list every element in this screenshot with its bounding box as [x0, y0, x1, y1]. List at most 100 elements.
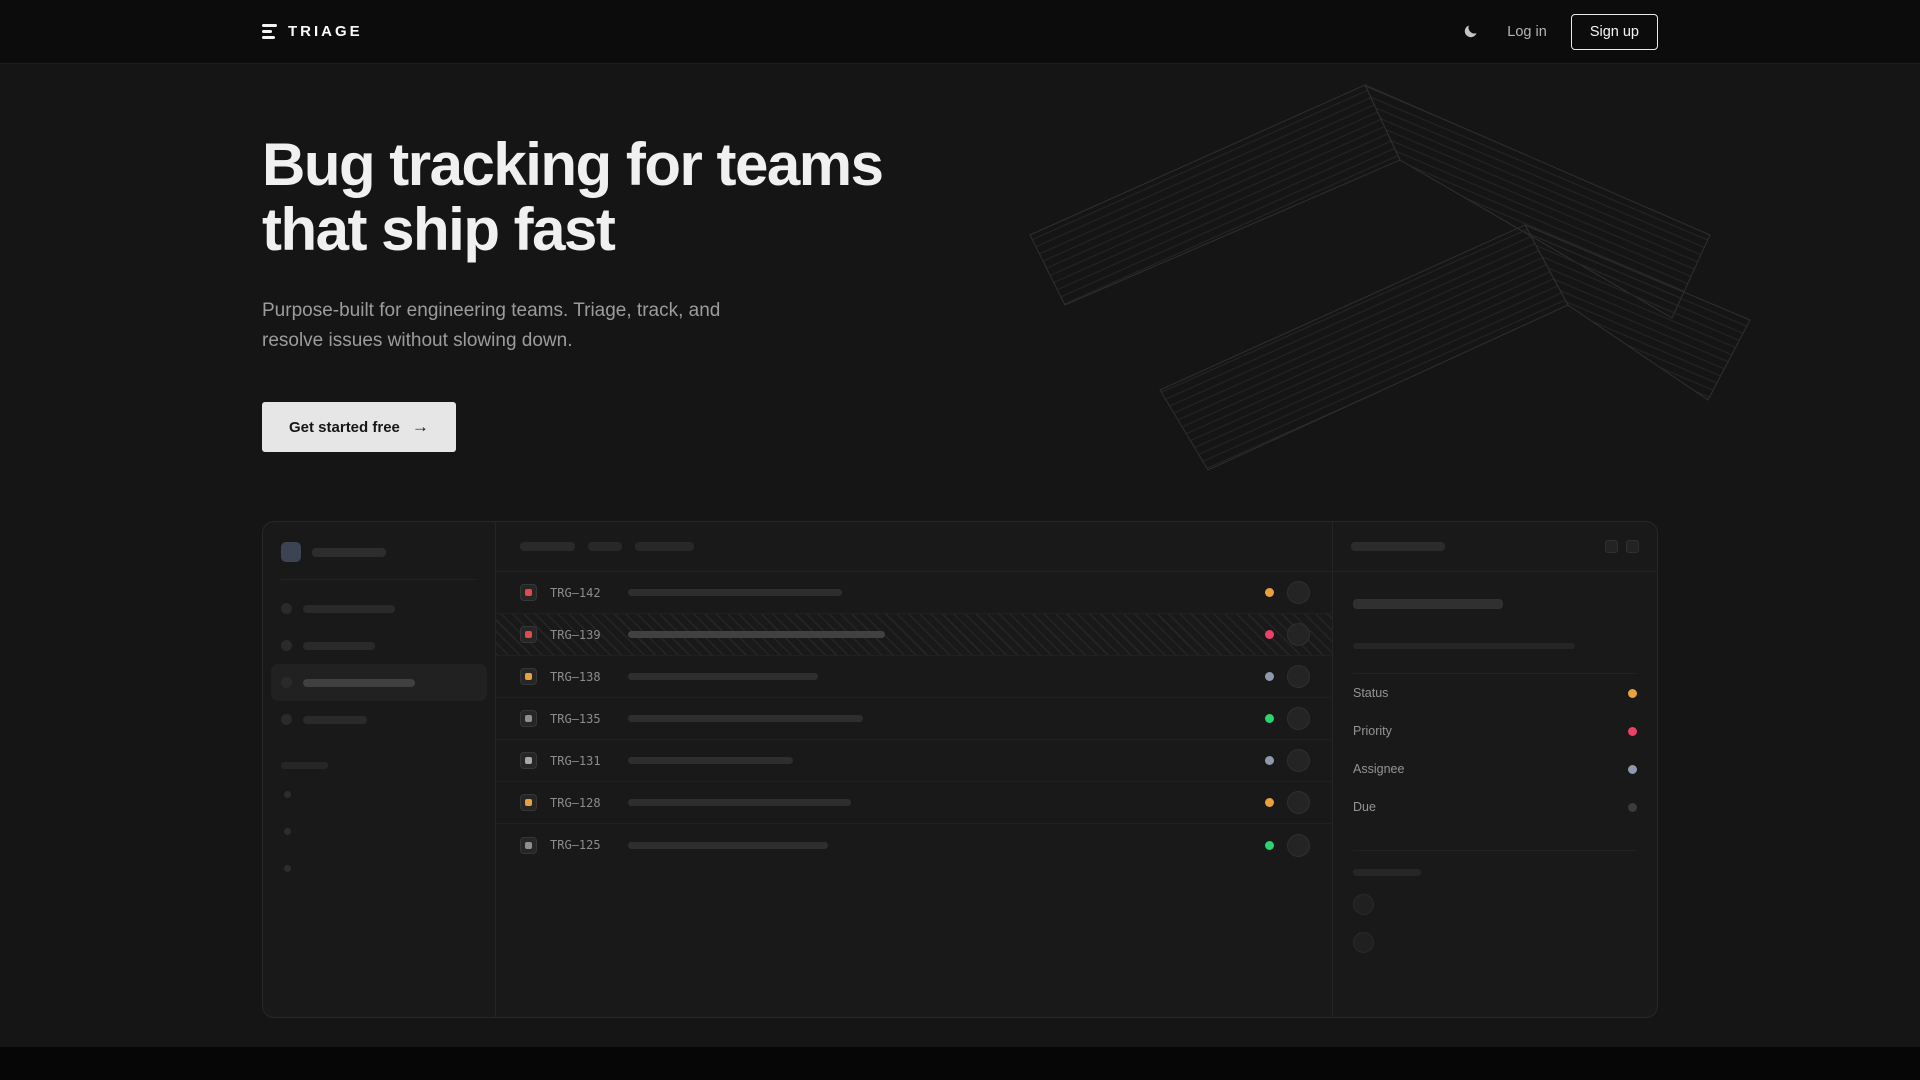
page-title: Bug tracking for teams that ship fast	[262, 132, 1658, 262]
sidebar-item-skeleton	[271, 627, 487, 664]
issue-list: TRG–142 TRG–139 TRG–138 TRG–135 TRG–131	[496, 572, 1332, 866]
issue-id: TRG–142	[550, 585, 601, 600]
issue-row: TRG–128	[496, 782, 1332, 824]
issue-type-icon	[520, 668, 537, 685]
brand-logo-icon	[262, 24, 278, 39]
issue-row: TRG–131	[496, 740, 1332, 782]
hero-subtitle: Purpose-built for engineering teams. Tri…	[262, 296, 1658, 356]
app-mockup: TRG–142 TRG–139 TRG–138 TRG–135 TRG–131	[262, 521, 1658, 1018]
panel-field-row: Status	[1353, 674, 1637, 712]
issue-id: TRG–131	[550, 753, 601, 768]
sidebar-item-icon	[281, 603, 292, 614]
issue-type-icon	[520, 584, 537, 601]
field-label: Status	[1353, 686, 1389, 700]
issue-row: TRG–139	[496, 614, 1332, 656]
assignee-avatar	[1287, 791, 1310, 814]
mockup-tabs-skeleton	[496, 522, 1332, 572]
issue-row: TRG–142	[496, 572, 1332, 614]
nav-actions: Log in Sign up	[1458, 13, 1658, 50]
issue-id: TRG–135	[550, 711, 601, 726]
assignee-avatar	[1287, 833, 1310, 857]
theme-toggle-button[interactable]	[1458, 19, 1483, 44]
footer	[0, 1047, 1920, 1080]
field-dot	[1628, 688, 1637, 698]
subtitle-line-1: Purpose-built for engineering teams. Tri…	[262, 300, 721, 321]
workspace-icon	[281, 542, 301, 562]
mockup-sidebar	[263, 522, 496, 1017]
panel-fields: Status Priority Assignee Due	[1353, 674, 1637, 826]
title-line-2: that ship fast	[262, 196, 616, 263]
brand-name: TRIAGE	[288, 23, 363, 40]
issue-title-skeleton	[628, 799, 851, 806]
sidebar-dot	[284, 865, 291, 872]
panel-title-skeleton	[1351, 542, 1445, 551]
field-dot	[1628, 802, 1637, 812]
title-line-1: Bug tracking for teams	[262, 131, 884, 198]
sidebar-item-skeleton	[271, 701, 487, 738]
login-link[interactable]: Log in	[1507, 23, 1547, 40]
assignee-avatar	[1287, 665, 1310, 688]
issue-row: TRG–125	[496, 824, 1332, 866]
panel-avatar-list	[1353, 894, 1637, 953]
mockup-detail-panel: Status Priority Assignee Due	[1332, 522, 1657, 1017]
field-dot	[1628, 764, 1637, 774]
panel-header	[1333, 522, 1657, 572]
issue-id: TRG–125	[550, 838, 601, 852]
panel-divider	[1353, 673, 1637, 674]
tab-skeleton	[588, 542, 622, 551]
issue-id: TRG–128	[550, 795, 601, 810]
get-started-button[interactable]: Get started free →	[262, 402, 456, 452]
issue-type-icon	[520, 836, 537, 854]
avatar-placeholder	[1353, 932, 1374, 953]
issue-id: TRG–138	[550, 669, 601, 684]
sidebar-section-skeleton	[281, 762, 328, 769]
sidebar-divider	[281, 579, 477, 580]
hero-section: Bug tracking for teams that ship fast Pu…	[0, 64, 1920, 1047]
sidebar-item-icon	[281, 640, 292, 651]
brand[interactable]: TRIAGE	[262, 23, 363, 40]
status-dot	[1265, 756, 1274, 765]
field-label: Priority	[1353, 724, 1392, 738]
issue-type-icon	[520, 626, 537, 643]
sidebar-item-icon	[281, 714, 292, 725]
mockup-issue-list-pane: TRG–142 TRG–139 TRG–138 TRG–135 TRG–131	[496, 522, 1332, 1017]
issue-title-skeleton	[628, 715, 863, 722]
status-dot	[1265, 588, 1274, 597]
issue-id: TRG–139	[550, 627, 601, 642]
issue-type-icon	[520, 752, 537, 769]
sidebar-item-icon	[281, 677, 292, 688]
status-dot	[1265, 672, 1274, 681]
issue-description-skeleton	[1353, 643, 1575, 649]
sidebar-item-label-skeleton	[303, 678, 415, 687]
issue-title-skeleton	[628, 757, 793, 764]
field-label: Due	[1353, 800, 1376, 814]
sidebar-item-skeleton	[271, 590, 487, 627]
sidebar-item-label-skeleton	[303, 604, 395, 613]
panel-body: Status Priority Assignee Due	[1333, 572, 1657, 953]
panel-divider	[1353, 850, 1637, 851]
sidebar-item-skeleton-active	[271, 664, 487, 701]
status-dot	[1265, 714, 1274, 723]
tab-skeleton	[635, 542, 694, 551]
signup-button[interactable]: Sign up	[1570, 13, 1658, 50]
issue-title-skeleton	[628, 631, 885, 638]
moon-icon	[1465, 25, 1477, 38]
issue-title-skeleton	[628, 673, 818, 680]
sidebar-item-label-skeleton	[303, 641, 375, 650]
workspace-name-skeleton	[312, 547, 386, 557]
status-dot	[1265, 798, 1274, 807]
status-dot	[1265, 840, 1274, 850]
top-nav: TRIAGE Log in Sign up	[0, 0, 1920, 64]
assignee-avatar	[1287, 581, 1310, 604]
field-label: Assignee	[1353, 762, 1405, 776]
sidebar-dot	[284, 791, 291, 798]
workspace-switcher-skeleton	[281, 542, 477, 562]
panel-control-icon	[1626, 540, 1639, 553]
issue-type-icon	[520, 710, 537, 727]
issue-row: TRG–135	[496, 698, 1332, 740]
panel-control-icon	[1605, 540, 1618, 553]
issue-row: TRG–138	[496, 656, 1332, 698]
subtitle-line-2: resolve issues without slowing down.	[262, 330, 573, 351]
panel-field-row: Priority	[1353, 712, 1637, 750]
panel-section-skeleton	[1353, 869, 1421, 876]
